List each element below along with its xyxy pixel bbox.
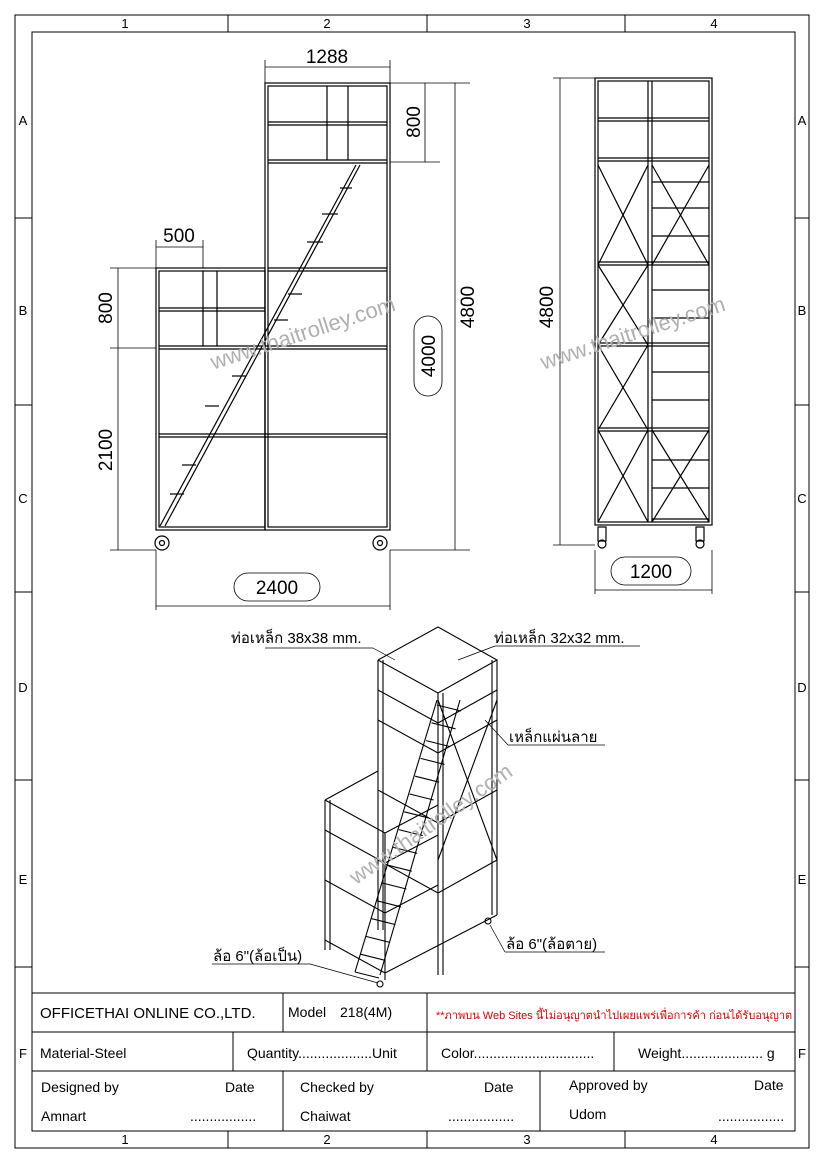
- iso-stair-step: [360, 953, 385, 961]
- iso-stair-step: [376, 900, 402, 908]
- col-label: 3: [523, 16, 530, 31]
- col-label: 1: [121, 16, 128, 31]
- dim-4000: 4000: [419, 335, 440, 377]
- wheel-icon: [372, 535, 388, 551]
- row-label: D: [797, 680, 806, 695]
- dim-1288: 1288: [306, 47, 348, 68]
- iso-stair-step: [420, 757, 445, 765]
- side-view: [594, 77, 713, 549]
- label-fixed-wheel: ล้อ 6"(ล้อตาย): [506, 936, 597, 953]
- copyright-notice: **ภาพบน Web Sites นี้ไม่อนุญาตนำไปเผยแพร…: [436, 1010, 793, 1022]
- wheel-icon: [154, 535, 170, 551]
- checked-by-label: Checked by: [300, 1079, 374, 1095]
- col-label: 4: [710, 1132, 717, 1147]
- front-dimensions: [110, 60, 470, 610]
- dim-800-left: 800: [96, 292, 117, 324]
- row-label: B: [19, 303, 28, 318]
- grid-ticks: [15, 15, 809, 1148]
- iso-stair-step: [436, 704, 462, 712]
- dim-500: 500: [163, 226, 195, 247]
- approved-date-label: Date: [754, 1077, 784, 1093]
- iso-stair-step: [431, 722, 456, 730]
- col-label: 3: [523, 1132, 530, 1147]
- iso-stair-step: [398, 829, 423, 837]
- watermark: www.thaitrolley.com: [206, 291, 398, 375]
- iso-stair-step: [354, 971, 380, 979]
- model-value: 218(4M): [340, 1004, 393, 1020]
- inner-border: [31, 31, 796, 1132]
- approved-date: .................: [718, 1108, 785, 1124]
- label-swivel-wheel: ล้อ 6"(ล้อเป็น): [213, 946, 302, 965]
- col-label: 4: [710, 16, 717, 31]
- dim-2400: 2400: [256, 578, 298, 599]
- iso-stair-step: [425, 740, 451, 748]
- checked-date: .................: [448, 1108, 515, 1124]
- title-block-grid: [31, 992, 795, 1131]
- stair-steps: [170, 187, 352, 495]
- row-label: F: [798, 1046, 806, 1061]
- quantity: Quantity...................Unit: [247, 1045, 397, 1061]
- iso-stair-step: [371, 918, 396, 926]
- material: Material-Steel: [40, 1045, 127, 1061]
- iso-stair-step: [382, 882, 407, 890]
- row-label: A: [798, 113, 807, 128]
- col-label: 2: [323, 16, 330, 31]
- model-label: Model: [288, 1004, 327, 1020]
- label-tube-38: ท่อเหล็ก 38x38 mm.: [231, 628, 362, 647]
- row-label: C: [797, 491, 806, 506]
- designed-date-label: Date: [225, 1079, 255, 1095]
- dim-1200: 1200: [630, 562, 672, 583]
- approved-by: Udom: [569, 1106, 607, 1122]
- iso-stair-step: [365, 935, 391, 943]
- dim-4800-front: 4800: [458, 286, 479, 328]
- row-label: D: [18, 680, 27, 695]
- checked-by: Chaiwat: [300, 1108, 351, 1124]
- iso-stair-step: [387, 864, 412, 872]
- row-label: C: [18, 491, 27, 506]
- iso-stair-step: [393, 846, 418, 854]
- label-checker-plate: เหล็กแผ่นลาย: [509, 727, 597, 746]
- designed-by-label: Designed by: [41, 1079, 119, 1095]
- company-name: OFFICETHAI ONLINE CO.,LTD.: [40, 1005, 256, 1022]
- watermark: www.thaitrolley.com: [536, 291, 728, 375]
- row-label: B: [798, 303, 807, 318]
- checked-date-label: Date: [484, 1079, 514, 1095]
- dim-800-top: 800: [404, 106, 425, 138]
- col-label: 2: [323, 1132, 330, 1147]
- color: Color...............................: [441, 1045, 595, 1061]
- dim-2100: 2100: [96, 429, 117, 471]
- approved-by-label: Approved by: [569, 1077, 648, 1093]
- front-view: [154, 82, 391, 551]
- designed-date: .................: [190, 1108, 257, 1124]
- col-label: 1: [121, 1132, 128, 1147]
- isometric-view: [212, 626, 640, 988]
- row-label: A: [19, 113, 28, 128]
- dim-4800-side: 4800: [537, 286, 558, 328]
- side-dimensions: [553, 77, 713, 594]
- designed-by: Amnart: [41, 1108, 87, 1124]
- weight: Weight..................... g: [638, 1045, 775, 1061]
- row-label: E: [19, 872, 28, 887]
- label-tube-32: ท่อเหล็ก 32x32 mm.: [494, 628, 625, 647]
- iso-stair-step: [409, 793, 434, 801]
- iso-stair-step: [404, 811, 429, 819]
- outer-border: [14, 14, 810, 1149]
- row-label: E: [798, 872, 807, 887]
- iso-stair-step: [414, 775, 440, 783]
- row-label: F: [19, 1046, 27, 1061]
